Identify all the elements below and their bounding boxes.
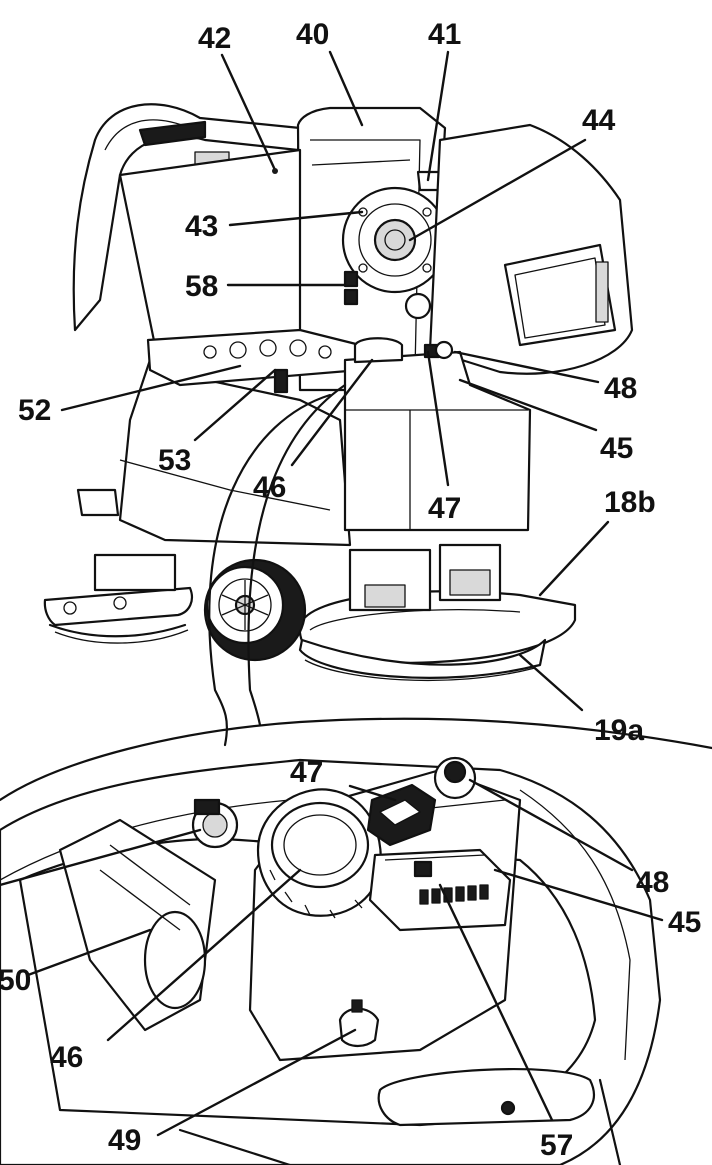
- switch-upper: [343, 270, 359, 288]
- leader-47: [426, 350, 450, 487]
- drain-cap: [434, 340, 454, 360]
- front-grip-recess: [377, 1068, 596, 1127]
- callout-42: 42: [198, 22, 231, 55]
- leader-40: [328, 50, 364, 127]
- leader-46-detail: [106, 868, 302, 1042]
- hose-connector: [338, 1007, 380, 1048]
- callout-45: 45: [600, 432, 633, 465]
- leader-48: [453, 350, 600, 384]
- callout-44: 44: [582, 104, 616, 137]
- leader-52: [60, 364, 242, 412]
- callout-18b: 18b: [604, 486, 656, 519]
- leader-45: [458, 378, 598, 432]
- leader-19a: [518, 653, 584, 712]
- float-knob: [404, 292, 432, 320]
- handle-grip: [138, 120, 207, 147]
- filter-center: [373, 218, 417, 262]
- callout-41: 41: [428, 18, 461, 51]
- callout-47-detail: 47: [290, 756, 323, 789]
- leader-41: [426, 50, 450, 182]
- leader-49-detail: [156, 1028, 357, 1137]
- callout-43: 43: [185, 210, 218, 243]
- callout-labels: 40 41 42 43 44 58 52 53 46 47 48 45 18b …: [0, 18, 701, 1162]
- callout-45-detail: 45: [668, 906, 701, 939]
- leader-18b: [538, 520, 610, 597]
- callout-48: 48: [604, 372, 637, 405]
- callout-48-detail: 48: [636, 866, 669, 899]
- drain-plug: [500, 1100, 516, 1116]
- callout-19a: 19a: [594, 714, 644, 747]
- leader-47-detail: [348, 784, 397, 802]
- squeegee-mount: [93, 553, 177, 592]
- control-knobs: [203, 339, 332, 359]
- callout-53: 53: [158, 444, 191, 477]
- callout-46-detail: 46: [50, 1041, 83, 1074]
- tank-top-cap: [353, 337, 404, 364]
- leader-48-detail: [468, 778, 634, 872]
- leader-50-detail: [26, 928, 152, 977]
- tank-window: [595, 261, 609, 323]
- leader-57-detail: [438, 883, 554, 1122]
- motor-end-cap: [143, 910, 207, 1010]
- callout-57-detail: 57: [540, 1129, 573, 1162]
- leader-53: [193, 368, 277, 442]
- callout-49-detail: 49: [108, 1124, 141, 1157]
- leader-44: [408, 138, 587, 242]
- leader-offpage-left: [0, 828, 202, 887]
- leader-lines: [0, 50, 664, 1137]
- switch-lower: [343, 288, 359, 306]
- float-valve-top: [193, 798, 221, 816]
- callout-52: 52: [18, 394, 51, 427]
- detail-boundary: [0, 717, 712, 802]
- callout-47: 47: [428, 492, 461, 525]
- spring-coil: [273, 368, 289, 394]
- plate-warning-icon: [413, 860, 433, 878]
- tank-handle-recess: [503, 243, 617, 347]
- callout-50-detail: 50: [0, 964, 31, 997]
- leader-45-detail: [493, 868, 664, 922]
- machine-overview: [43, 103, 634, 747]
- leader-46: [290, 358, 374, 467]
- detail-view: [0, 717, 712, 1165]
- callout-40: 40: [296, 18, 329, 51]
- detail-cone-right: [247, 383, 347, 727]
- leader-43: [228, 210, 364, 227]
- leader-42: [220, 53, 277, 172]
- bumper: [76, 488, 120, 517]
- brush-skirt: [298, 638, 547, 679]
- detail-cone-left: [208, 393, 332, 747]
- callout-58: 58: [185, 270, 218, 303]
- callout-46: 46: [253, 471, 286, 504]
